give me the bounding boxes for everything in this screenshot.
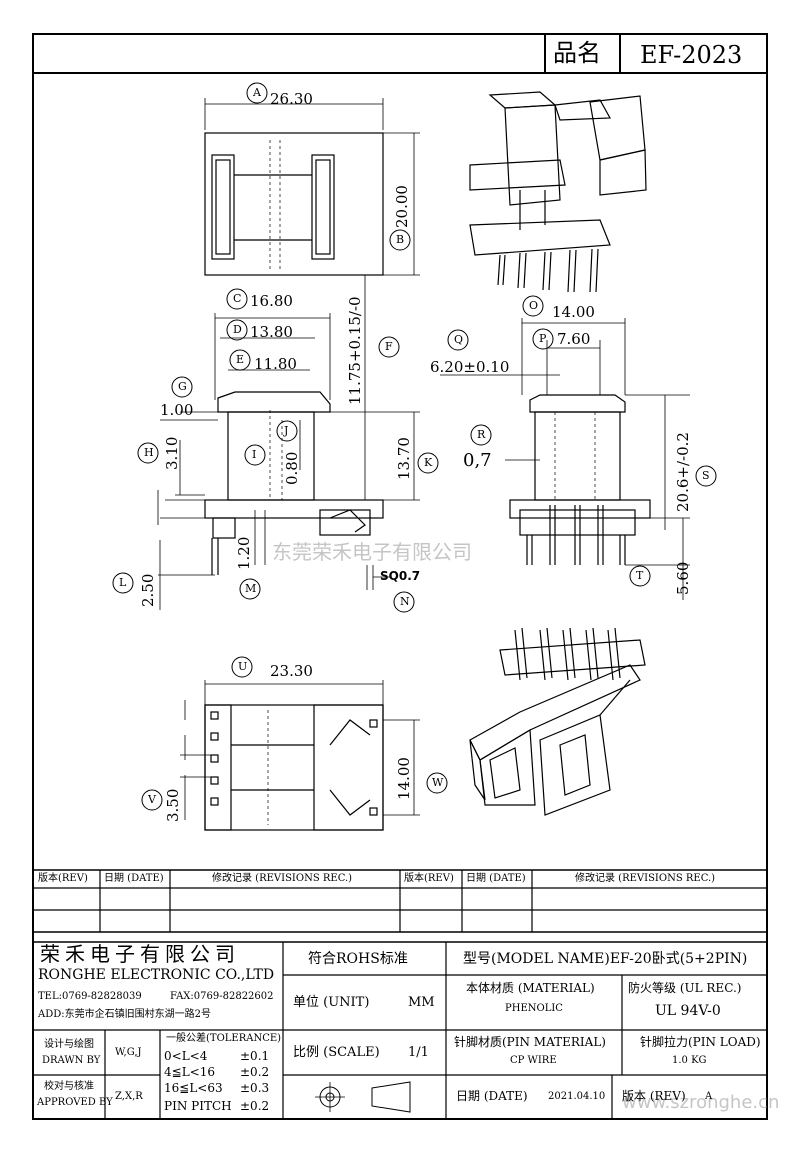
pin-material-label: 针脚材质(PIN MATERIAL) bbox=[454, 1035, 606, 1049]
approve-label-en: APPROVED BY bbox=[37, 1097, 113, 1108]
callout-o: O bbox=[529, 299, 539, 312]
dim-r: 0,7 bbox=[463, 450, 492, 471]
design-value: W,G,J bbox=[115, 1047, 142, 1058]
rev-header-4: 版本(REV) bbox=[404, 873, 454, 884]
unit-label: 单位 (UNIT) bbox=[293, 995, 370, 1010]
rev-header-5: 日期 (DATE) bbox=[466, 873, 526, 884]
scale-label: 比例 (SCALE) bbox=[293, 1045, 380, 1060]
unit-value: MM bbox=[408, 995, 435, 1010]
callout-b: B bbox=[396, 233, 405, 246]
company-name-en: RONGHE ELECTRONIC CO.,LTD bbox=[38, 967, 275, 983]
callout-p: P bbox=[539, 332, 547, 345]
dim-s: 20.6+/-0.2 bbox=[674, 432, 692, 512]
approve-label-cn: 校对与核准 bbox=[44, 1081, 94, 1092]
dim-i: 0.80 bbox=[283, 451, 301, 485]
dim-o: 14.00 bbox=[552, 303, 595, 321]
dim-m: 1.20 bbox=[235, 536, 253, 570]
dim-k: 13.70 bbox=[395, 437, 413, 480]
watermark-url: www.szronghe.cn bbox=[622, 1092, 780, 1113]
rev-header-3: 修改记录 (REVISIONS REC.) bbox=[212, 873, 353, 884]
rohs-label: 符合ROHS标准 bbox=[308, 951, 408, 967]
material-label: 本体材质 (MATERIAL) bbox=[466, 981, 595, 995]
callout-c: C bbox=[233, 292, 242, 305]
dim-w: 14.00 bbox=[395, 757, 413, 800]
callout-d: D bbox=[233, 323, 242, 336]
callout-n: N bbox=[400, 595, 410, 608]
tolerance-value-3: ±0.3 bbox=[240, 1081, 270, 1095]
callout-a: A bbox=[253, 86, 261, 99]
callout-w: W bbox=[432, 776, 444, 789]
callout-e: E bbox=[236, 353, 245, 366]
company-fax: FAX:0769-82822602 bbox=[170, 991, 274, 1002]
callout-r: R bbox=[477, 428, 486, 441]
dim-f: 11.75+0.15/-0 bbox=[346, 296, 364, 405]
callout-q: Q bbox=[454, 333, 464, 346]
ul-label: 防火等级 (UL REC.) bbox=[628, 981, 742, 995]
callout-u: U bbox=[238, 660, 248, 673]
tolerance-value-4: ±0.2 bbox=[240, 1099, 270, 1113]
tolerance-range-3: 16≦L<63 bbox=[164, 1081, 223, 1095]
rev-header-6: 修改记录 (REVISIONS REC.) bbox=[575, 873, 716, 884]
rev-label: 版本 (REV) bbox=[622, 1089, 686, 1103]
model-name: 型号(MODEL NAME)EF-20卧式(5+2PIN) bbox=[463, 951, 748, 967]
approve-value: Z,X,R bbox=[115, 1091, 143, 1102]
material-value: PHENOLIC bbox=[505, 1003, 563, 1014]
callout-v: V bbox=[148, 793, 156, 806]
company-name-cn: 荣禾电子有限公司 bbox=[40, 942, 240, 966]
rev-value: A bbox=[705, 1091, 713, 1102]
dim-l: 2.50 bbox=[139, 573, 157, 607]
dim-a: 26.30 bbox=[270, 90, 313, 108]
dim-d: 13.80 bbox=[250, 323, 293, 341]
part-number: EF-2023 bbox=[640, 41, 743, 69]
ul-value: UL 94V-0 bbox=[655, 1003, 721, 1019]
design-label-en: DRAWN BY bbox=[42, 1055, 101, 1066]
callout-t: T bbox=[636, 569, 644, 582]
tolerance-value-2: ±0.2 bbox=[240, 1065, 270, 1079]
callout-g: G bbox=[178, 380, 187, 393]
callout-h: H bbox=[144, 446, 154, 459]
date-label: 日期 (DATE) bbox=[456, 1089, 528, 1103]
dim-b: 20.00 bbox=[393, 185, 411, 228]
dim-v: 3.50 bbox=[164, 788, 182, 822]
design-label-cn: 设计与绘图 bbox=[44, 1039, 94, 1050]
dim-n: SQ0.7 bbox=[380, 569, 421, 583]
pin-load-value: 1.0 KG bbox=[672, 1055, 707, 1066]
tolerance-title: 一般公差(TOLERANCE) bbox=[166, 1033, 282, 1044]
dim-e: 11.80 bbox=[254, 355, 297, 373]
dim-h: 3.10 bbox=[163, 436, 181, 470]
tolerance-range-1: 0<L<4 bbox=[164, 1049, 208, 1063]
pin-material-value: CP WIRE bbox=[510, 1055, 557, 1066]
rev-header-2: 日期 (DATE) bbox=[104, 873, 164, 884]
scale-value: 1/1 bbox=[408, 1045, 429, 1060]
dim-p: 7.60 bbox=[557, 330, 591, 348]
name-label: 品名 bbox=[553, 39, 601, 67]
pin-load-label: 针脚拉力(PIN LOAD) bbox=[640, 1035, 761, 1049]
date-value: 2021.04.10 bbox=[548, 1091, 606, 1102]
dim-c: 16.80 bbox=[250, 292, 293, 310]
tolerance-range-2: 4≦L<16 bbox=[164, 1065, 215, 1079]
callout-l: L bbox=[119, 576, 127, 589]
dim-q: 6.20±0.10 bbox=[430, 358, 510, 376]
dim-u: 23.30 bbox=[270, 662, 313, 680]
rev-header-1: 版本(REV) bbox=[38, 873, 88, 884]
tolerance-value-1: ±0.1 bbox=[240, 1049, 270, 1063]
tolerance-range-4: PIN PITCH bbox=[164, 1099, 232, 1113]
callout-s: S bbox=[702, 469, 710, 482]
dim-t: 5.60 bbox=[674, 561, 692, 595]
callout-j: J bbox=[284, 424, 289, 437]
company-address: ADD:东莞市企石镇旧围村东湖一路2号 bbox=[38, 1009, 211, 1020]
dim-g: 1.00 bbox=[160, 401, 194, 419]
watermark-company: 东莞荣禾电子有限公司 bbox=[272, 540, 472, 564]
company-tel: TEL:0769-82828039 bbox=[38, 991, 142, 1002]
callout-m: M bbox=[245, 582, 257, 595]
callout-i: I bbox=[252, 448, 257, 461]
callout-f: F bbox=[385, 340, 393, 353]
callout-k: K bbox=[424, 456, 433, 469]
